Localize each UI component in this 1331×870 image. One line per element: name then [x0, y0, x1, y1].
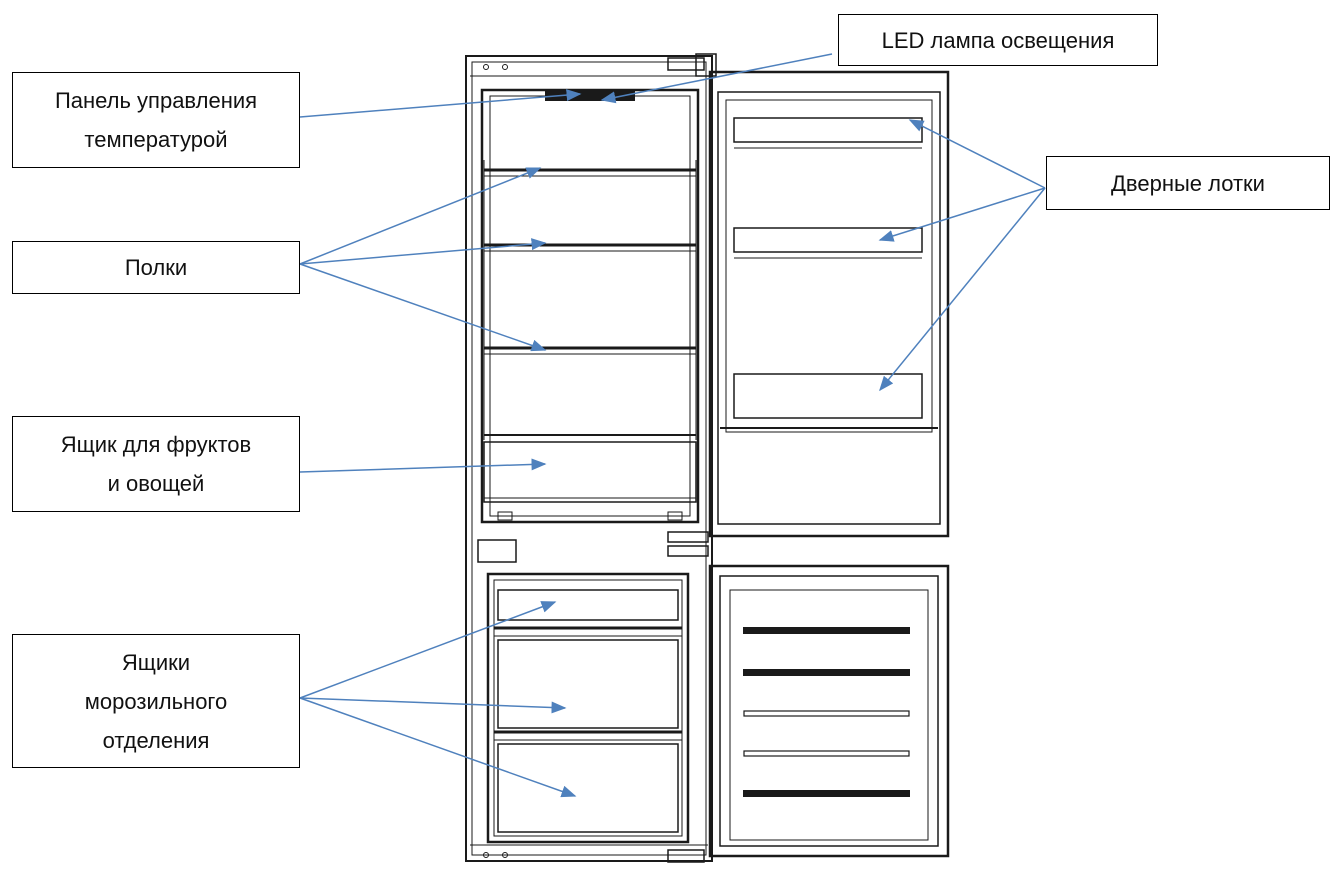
- arrow-shelf-1: [299, 167, 542, 265]
- label-crisper: Ящик для фруктов и овощей: [12, 416, 300, 512]
- arrow-control-panel: [299, 89, 582, 118]
- arrow-freezer-drawer-2: [299, 697, 567, 714]
- label-shelves-text: Полки: [124, 255, 188, 280]
- label-crisper-line1: Ящик для фруктов: [60, 432, 252, 457]
- label-control-panel-line2: температурой: [84, 127, 228, 152]
- arrow-freezer-drawer-3: [299, 697, 577, 798]
- arrow-shelf-2: [299, 238, 547, 265]
- label-control-panel-line1: Панель управления: [54, 88, 258, 113]
- callout-arrows: [299, 53, 1046, 798]
- arrow-crisper: [299, 458, 547, 473]
- label-freezer-drawers-line1: Ящики: [121, 649, 191, 675]
- label-freezer-drawers-line2: морозильного: [84, 688, 228, 714]
- label-led-lamp-text: LED лампа освещения: [881, 27, 1115, 53]
- fridge-body: [465, 53, 950, 863]
- label-door-trays: Дверные лотки: [1046, 156, 1330, 210]
- arrow-shelf-3: [299, 263, 547, 352]
- label-freezer-drawers-line3: отделения: [102, 727, 210, 753]
- arrow-door-tray-2: [878, 187, 1046, 242]
- arrow-door-tray-3: [879, 187, 1046, 392]
- label-freezer-drawers: Ящики морозильного отделения: [12, 634, 300, 768]
- label-led-lamp: LED лампа освещения: [838, 14, 1158, 66]
- arrow-door-tray-1: [908, 119, 1046, 189]
- arrow-freezer-drawer-1: [299, 601, 557, 699]
- label-shelves: Полки: [12, 241, 300, 294]
- label-door-trays-text: Дверные лотки: [1111, 170, 1265, 196]
- label-control-panel: Панель управления температурой: [12, 72, 300, 168]
- label-crisper-line2: и овощей: [107, 471, 205, 496]
- arrow-led-lamp: [600, 53, 833, 104]
